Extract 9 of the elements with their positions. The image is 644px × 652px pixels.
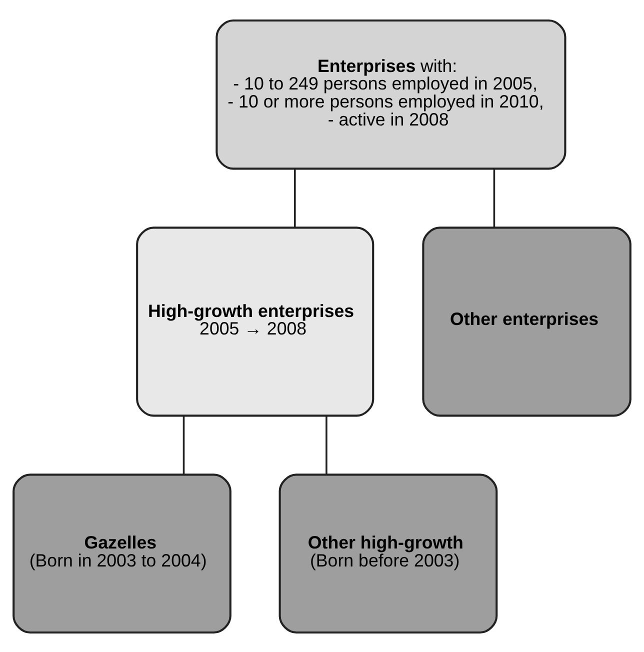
connector [182, 416, 185, 474]
node-box: Other enterprises [422, 226, 632, 416]
node-box: High-growth enterprises 2005 → 2008 [136, 226, 374, 416]
node-box: Enterprises with: - 10 to 249 persons employed in 2005, - 10 or more persons employed in 2010, - active in 2008 [216, 18, 566, 170]
node-box: Other high-growth (Born before 2003) [278, 473, 498, 634]
connector [326, 416, 328, 474]
connector [493, 168, 496, 228]
node-box: Gazelles (Born in 2003 to 2004) [12, 473, 232, 634]
connector [294, 168, 296, 228]
